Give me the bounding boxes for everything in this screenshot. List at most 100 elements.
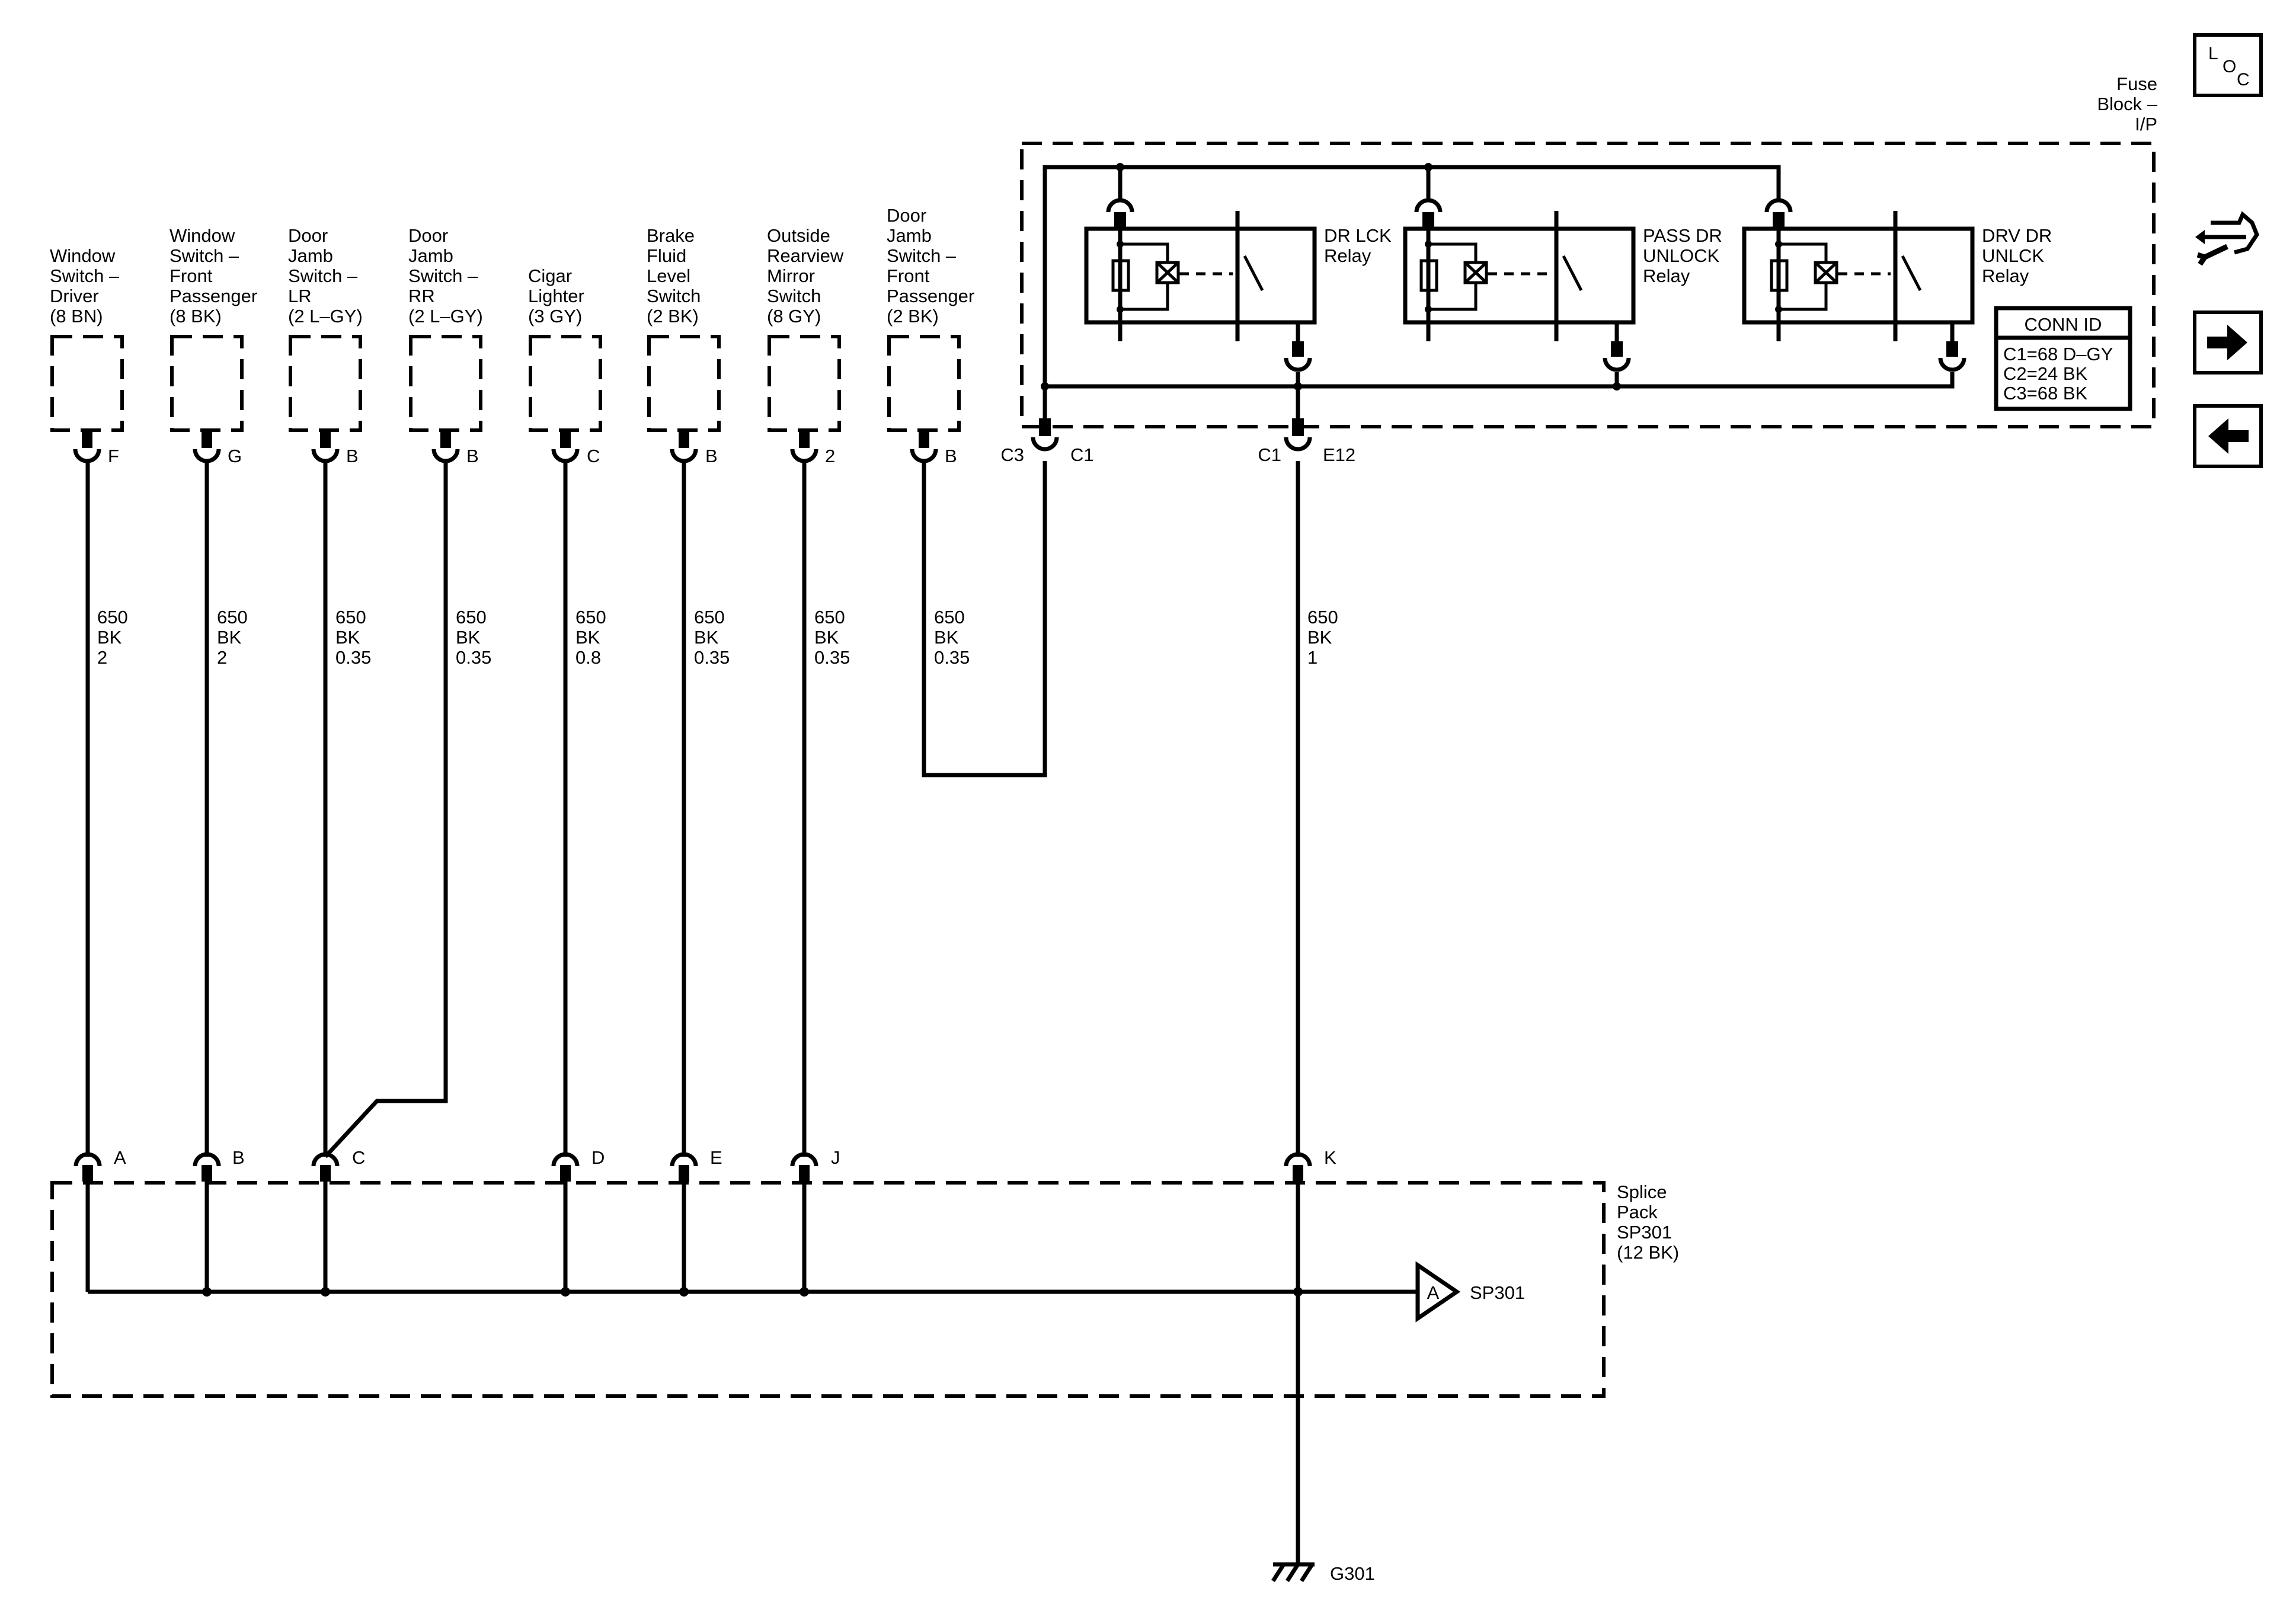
component-label-mirror: (8 GY) xyxy=(767,306,821,327)
fuse-block-outline[interactable] xyxy=(1020,142,2156,428)
loc-letter-o: O xyxy=(2223,57,2237,76)
component-label-dj-fp: Front xyxy=(887,265,930,286)
splice-pack-outline[interactable] xyxy=(50,1181,1606,1398)
connector-B-brake xyxy=(670,430,698,463)
wire-color-label: BK xyxy=(97,627,122,648)
fuse-block-title-line: Fuse xyxy=(2116,73,2157,94)
component-label-win-fp: Window xyxy=(170,225,235,246)
wire-color-label: BK xyxy=(934,627,959,648)
relay-label-line: DRV DR xyxy=(1982,225,2052,246)
wire-color-label: BK xyxy=(694,627,719,648)
wire-size-label: 1 xyxy=(1307,647,1318,668)
component-label-win-drv: Switch – xyxy=(50,265,120,286)
wire-circuit-label: 650 xyxy=(217,607,248,628)
component-box-window-switch-front-passenger[interactable] xyxy=(170,335,244,432)
component-label-dj-fp: Switch – xyxy=(887,245,957,266)
splice-pack-label-line: SP301 xyxy=(1617,1222,1672,1243)
component-label-mirror: Outside xyxy=(767,225,830,246)
splice-pin-label: A xyxy=(114,1147,126,1168)
relay-label-line: UNLOCK xyxy=(1643,245,1720,266)
loc-letter-l: L xyxy=(2208,44,2218,63)
wire-color-label: BK xyxy=(1307,627,1332,648)
fuse-block-title-line: I/P xyxy=(2135,114,2157,135)
wire-size-label: 0.35 xyxy=(456,647,491,668)
pin-label-win-drv: F xyxy=(108,446,119,466)
component-label-dj-lr: Switch – xyxy=(288,265,358,286)
relay-label-line: Relay xyxy=(1982,265,2029,286)
connector-2-mirror xyxy=(790,430,818,463)
component-label-win-fp: Passenger xyxy=(170,286,257,306)
previous-page-button[interactable] xyxy=(2193,404,2263,468)
splice-pin-label: J xyxy=(831,1147,840,1168)
wire-circuit-label: 650 xyxy=(814,607,845,628)
component-label-brake: Fluid xyxy=(647,245,686,266)
component-connectors xyxy=(73,430,938,463)
pin-label-cigar: C xyxy=(587,446,600,466)
pin-label-dj-lr: B xyxy=(346,446,359,466)
next-page-button[interactable] xyxy=(2193,311,2263,375)
connector-F xyxy=(73,430,101,463)
pin-label-win-fp: G xyxy=(228,446,242,466)
loc-letter-c: C xyxy=(2237,70,2250,89)
fuse-block-title-line: Block – xyxy=(2097,94,2157,114)
component-box-window-switch-driver[interactable] xyxy=(50,335,124,432)
splice-pin-label: D xyxy=(591,1147,605,1168)
conn-id-row: C1=68 D–GY xyxy=(2003,344,2113,364)
component-label-dj-lr: Jamb xyxy=(288,245,333,266)
pin-e12-label: E12 xyxy=(1323,444,1355,465)
wire-size-label: 0.8 xyxy=(575,647,601,668)
wire-size-label: 2 xyxy=(97,647,107,668)
component-label-win-fp: Front xyxy=(170,265,213,286)
conn-id-row: C3=68 BK xyxy=(2003,383,2088,404)
component-label-mirror: Mirror xyxy=(767,265,815,286)
component-box-brake-fluid[interactable] xyxy=(647,335,721,432)
loc-button[interactable]: L O C xyxy=(2193,33,2263,97)
splice-pin-label: B xyxy=(232,1147,245,1168)
component-box-mirror-switch[interactable] xyxy=(768,335,841,432)
wire-labels: 650BK2650BK2650BK0.35650BK0.35650BK0.865… xyxy=(97,607,1338,668)
wire-circuit-label: 650 xyxy=(934,607,965,628)
component-boxes xyxy=(50,335,961,432)
connector-B-fp xyxy=(910,430,938,463)
connector-c1-right-label: C1 xyxy=(1258,444,1281,465)
component-label-dj-rr: Switch – xyxy=(408,265,478,286)
component-label-win-fp: Switch – xyxy=(170,245,239,266)
wire-size-label: 0.35 xyxy=(934,647,970,668)
relay-label-line: Relay xyxy=(1324,245,1371,266)
wire-circuit-label: 650 xyxy=(456,607,487,628)
wire-color-label: BK xyxy=(456,627,481,648)
wire-color-label: BK xyxy=(217,627,242,648)
pin-label-brake: B xyxy=(705,446,718,466)
component-label-dj-rr: RR xyxy=(408,286,435,306)
connector-tool-button[interactable] xyxy=(2193,205,2263,269)
component-label-dj-fp: Jamb xyxy=(887,225,932,246)
component-label-win-fp: (8 BK) xyxy=(170,306,222,327)
pin-label-dj-fp: B xyxy=(945,446,957,466)
pin-label-dj-rr: B xyxy=(466,446,479,466)
relay-label-line: Relay xyxy=(1643,265,1690,286)
component-label-cigar: (3 GY) xyxy=(528,306,582,327)
component-box-cigar-lighter[interactable] xyxy=(529,335,602,432)
component-box-door-jamb-lr[interactable] xyxy=(289,335,362,432)
wires xyxy=(85,461,1300,1158)
connector-G xyxy=(193,430,221,463)
component-box-door-jamb-fp[interactable] xyxy=(887,335,961,432)
component-box-door-jamb-rr[interactable] xyxy=(409,335,482,432)
component-label-dj-fp: Passenger xyxy=(887,286,974,306)
component-label-cigar: Cigar xyxy=(528,265,572,286)
wire-size-label: 0.35 xyxy=(694,647,730,668)
component-label-dj-lr: (2 L–GY) xyxy=(288,306,363,327)
splice-pack-label-line: Pack xyxy=(1617,1202,1658,1222)
sp301-ref-letter: A xyxy=(1427,1282,1440,1303)
component-label-brake: Switch xyxy=(647,286,701,306)
